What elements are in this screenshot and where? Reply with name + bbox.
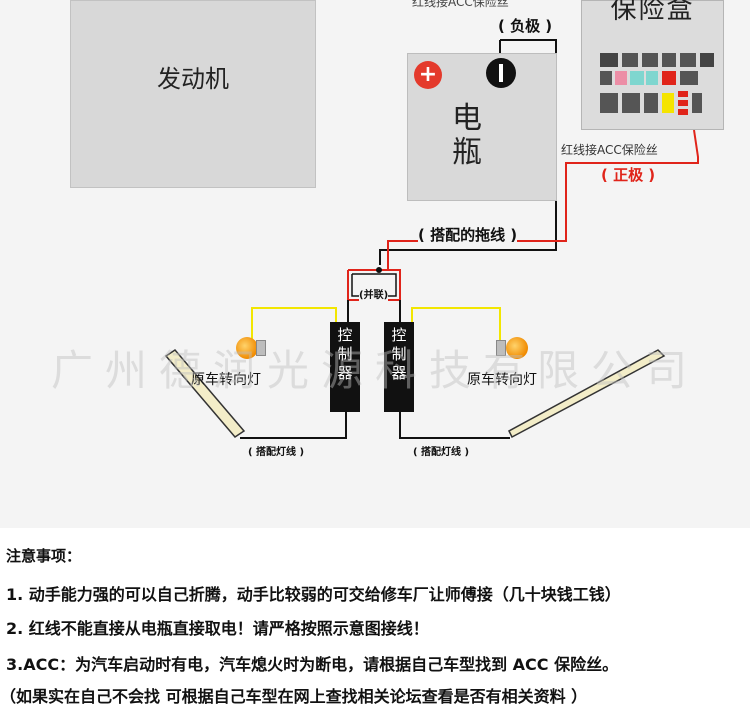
parallel-black <box>351 273 397 297</box>
negative-label: ( 负极 ) <box>498 15 553 36</box>
turn-signal-right-label: 原车转向灯 <box>467 372 537 388</box>
fuse-icon <box>678 100 688 106</box>
signal-wire-left <box>251 307 337 350</box>
wiring-lines <box>164 39 699 439</box>
battery-char: 瓶 <box>452 135 482 170</box>
junction-dot <box>376 267 382 273</box>
light-wire-left-label: ( 搭配灯线 ) <box>248 443 305 458</box>
wiring-diagram: 发动机 电瓶 + 保险盒 红线接ACC保险丝 ( 负极 ) 红线接ACC保险丝 … <box>0 0 750 528</box>
fuse-icon <box>662 71 676 85</box>
fuse-icon <box>680 71 698 85</box>
controller-char: 控 <box>391 326 407 344</box>
fuse-icon <box>622 93 640 113</box>
fuse-icon <box>680 53 696 67</box>
output-wire-right <box>399 412 510 439</box>
note-item: 1. 动手能力强的可以自己折腾，动手比较弱的可交给修车厂让师傅接（几十块钱工钱） <box>6 585 621 604</box>
bulb-base-icon <box>496 340 506 356</box>
controller-char: 器 <box>391 364 407 382</box>
fuse-icon <box>700 53 714 67</box>
led-strip-right <box>508 349 666 439</box>
notes-title: 注意事项： <box>6 547 82 565</box>
led-strip-left <box>164 349 246 438</box>
turn-signal-bulb-icon <box>236 337 258 359</box>
light-wire-right-label: ( 搭配灯线 ) <box>413 443 470 458</box>
engine-label: 发动机 <box>157 65 229 93</box>
fuse-icon <box>600 93 618 113</box>
watermark: 广州德润光源科技有限公司 <box>50 346 699 395</box>
controller-char: 制 <box>337 345 353 363</box>
harness-label: ( 搭配的拖线 ) <box>418 224 518 245</box>
fuse-icon <box>678 91 688 97</box>
note-item: （如果实在自己不会找 可根据自己车型在网上查找相关论坛查看是否有相关资料 ） <box>0 687 588 706</box>
fuse-icon <box>644 93 658 113</box>
fuse-icon <box>642 53 658 67</box>
note-item: 3.ACC：为汽车启动时有电，汽车熄火时为断电，请根据自己车型找到 ACC 保险… <box>6 655 619 674</box>
acc-fuse-label: 红线接ACC保险丝 <box>561 141 658 158</box>
fuse-icon <box>692 93 702 113</box>
positive-wire <box>387 129 699 270</box>
controller-right: 控制器 <box>384 322 414 412</box>
signal-wire-right <box>411 307 501 346</box>
turn-signal-left-label: 原车转向灯 <box>191 372 261 388</box>
positive-label: ( 正极 ) <box>601 164 656 185</box>
controller-char: 控 <box>337 326 353 344</box>
fuse-icon <box>662 53 676 67</box>
battery-label: 电瓶 <box>452 102 482 170</box>
bulb-base-icon <box>256 340 266 356</box>
fuse-box-title: 保险盒 <box>610 0 695 25</box>
controller-char: 制 <box>391 345 407 363</box>
fuse-icon <box>600 53 618 67</box>
fuse-icon <box>622 53 638 67</box>
battery-char: 电 <box>452 101 482 136</box>
parallel-label: (并联) <box>359 286 389 301</box>
output-wire-left <box>240 412 347 439</box>
controller-char: 器 <box>337 364 353 382</box>
fuse-icon <box>646 71 658 85</box>
note-item: 2. 红线不能直接从电瓶直接取电！请严格按照示意图接线！ <box>6 619 429 638</box>
minus-terminal-icon <box>486 58 516 88</box>
engine-block: 发动机 <box>70 0 316 188</box>
turn-signal-bulb-icon <box>506 337 528 359</box>
fuse-icon <box>600 71 612 85</box>
negative-main-wire <box>379 39 557 265</box>
fuse-icon <box>662 93 674 113</box>
fuse-icon <box>630 71 644 85</box>
plus-terminal-icon: + <box>414 61 442 89</box>
fuse-icon <box>615 71 627 85</box>
acc-note-top: 红线接ACC保险丝 <box>412 0 509 10</box>
fuse-box: 保险盒 <box>581 0 724 130</box>
fuse-icon <box>678 109 688 115</box>
controller-left: 控制器 <box>330 322 360 412</box>
